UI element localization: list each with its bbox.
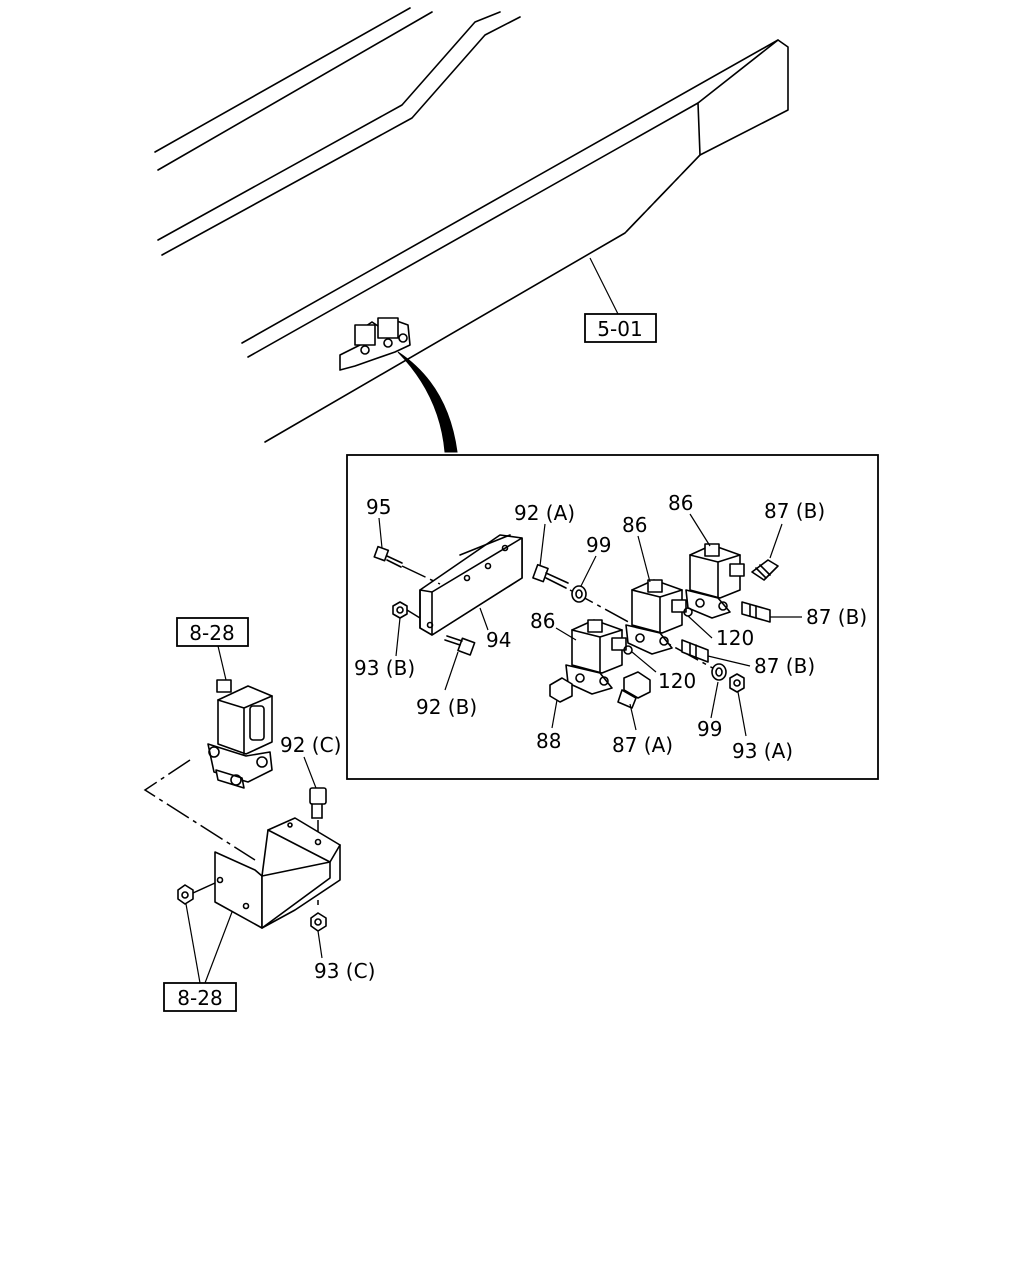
detail-box: 95 92 (A) 99 86 86 87 (B) 87 (B) 87 (B) … xyxy=(346,454,879,780)
label-99-lower: 99 xyxy=(697,717,722,741)
valve-86-lower xyxy=(565,619,627,695)
label-92b: 92 (B) xyxy=(416,695,477,719)
nut-93a xyxy=(729,673,745,693)
label-86-upper: 86 xyxy=(668,491,693,515)
ref-box-8-28-top: 8-28 xyxy=(176,617,249,647)
bolt-92b xyxy=(444,635,476,656)
label-88: 88 xyxy=(536,729,561,753)
label-99-upper: 99 xyxy=(586,533,611,557)
nut-bracket-left xyxy=(177,882,216,905)
label-87b-middle: 87 (B) xyxy=(806,605,867,629)
mounting-bracket xyxy=(214,817,341,929)
plug-88 xyxy=(549,677,573,703)
nut-93c xyxy=(310,912,327,932)
fitting-87b-lower xyxy=(681,639,709,663)
label-94: 94 xyxy=(486,628,511,652)
fitting-87a xyxy=(617,671,651,709)
fitting-87b-top xyxy=(751,559,779,581)
washer-99-upper xyxy=(571,585,587,603)
ref-5-01-label: 5-01 xyxy=(597,317,642,341)
valve-86-middle xyxy=(625,579,687,655)
rail-valve-cluster xyxy=(339,317,411,371)
label-93b: 93 (B) xyxy=(354,656,415,680)
label-87b-lower: 87 (B) xyxy=(754,654,815,678)
frame-rail xyxy=(154,7,789,443)
ref-box-8-28-bottom: 8-28 xyxy=(163,982,237,1012)
bolt-95 xyxy=(373,545,441,585)
ref-box-5-01: 5-01 xyxy=(584,313,657,343)
label-93c: 93 (C) xyxy=(314,959,375,983)
solenoid-valve xyxy=(207,679,273,789)
o-ring-120-lower xyxy=(623,645,633,655)
label-95: 95 xyxy=(366,495,391,519)
label-93a: 93 (A) xyxy=(732,739,793,763)
nut-93b xyxy=(392,601,421,619)
lower-assembly: 8-28 92 (C) xyxy=(143,617,375,1012)
label-86-lower: 86 xyxy=(530,609,555,633)
ref-8-28-bottom-label: 8-28 xyxy=(177,986,222,1010)
label-120-upper: 120 xyxy=(716,626,754,650)
label-87b-top: 87 (B) xyxy=(764,499,825,523)
label-86-middle: 86 xyxy=(622,513,647,537)
washer-99-lower xyxy=(711,663,727,681)
detail-pointer xyxy=(397,351,458,453)
valve-86-upper xyxy=(685,543,745,619)
detail-leaders xyxy=(378,513,802,737)
label-120-lower: 120 xyxy=(658,669,696,693)
label-92c: 92 (C) xyxy=(280,733,341,757)
label-92a: 92 (A) xyxy=(514,501,575,525)
fitting-87b-middle xyxy=(741,601,771,623)
bracket-94 xyxy=(419,534,523,636)
label-87a: 87 (A) xyxy=(612,733,673,757)
ref-8-28-top-label: 8-28 xyxy=(189,621,234,645)
